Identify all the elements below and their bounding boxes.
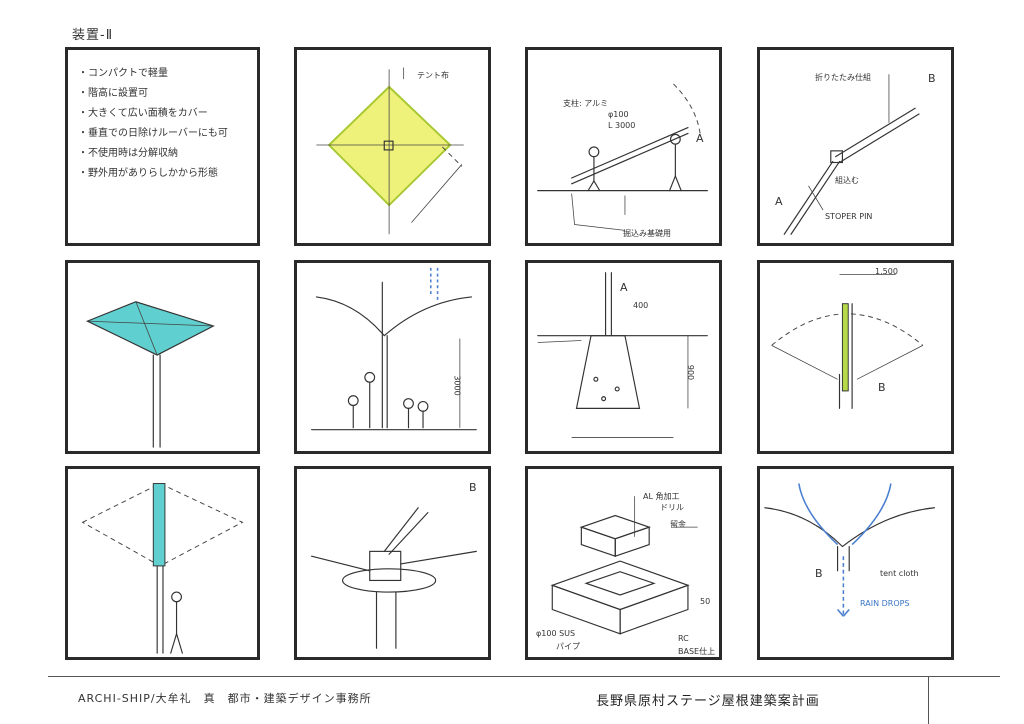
- rc-label-1: RC: [678, 634, 689, 643]
- al-part-label-2: ドリル: [660, 503, 684, 512]
- marker-a: A: [775, 195, 783, 208]
- folding-sketch: [783, 74, 920, 235]
- marker-a: A: [620, 281, 628, 294]
- height-dim: 3000: [452, 375, 462, 396]
- note-item: ・大きくて広い面積をカバー: [78, 108, 208, 119]
- rc-label-2: BASE仕上: [678, 647, 716, 656]
- depth-dim-2: 900: [686, 364, 696, 381]
- hub-detail-sketch: [311, 507, 477, 649]
- tent-cloth-label: tent cloth: [880, 569, 919, 578]
- marker-b: B: [815, 567, 823, 580]
- pole-elevation-sketch: [537, 83, 708, 231]
- tent-cloth-label: テント布: [417, 71, 449, 80]
- rain-drainage-sketch: [764, 483, 936, 617]
- sheet-title: 装置-Ⅱ: [72, 28, 114, 43]
- panel-folding-mechanism: 折りたたみ仕組 B A 組込む STOPER PIN: [757, 47, 954, 246]
- clasp-label: 留金: [670, 520, 686, 529]
- rain-drops-label: RAIN DROPS: [860, 599, 910, 608]
- footer-rule: [48, 676, 1000, 677]
- panel-hub-detail: B: [294, 466, 491, 660]
- marker-b: B: [469, 481, 477, 494]
- panel-plan-diamond: テント布: [294, 47, 491, 246]
- marker-b: B: [928, 72, 936, 85]
- panel-folded-pole: [65, 466, 260, 660]
- footer-divider: [928, 676, 929, 724]
- pole-spec-1: 支柱: アルミ: [563, 99, 609, 108]
- pipe-label-1: φ100 SUS: [536, 629, 576, 638]
- panel-umbrella-perspective: [65, 260, 260, 454]
- base-dim: 50: [700, 597, 711, 606]
- note-item: ・コンパクトで軽量: [78, 68, 168, 79]
- stopper-pin-label: STOPER PIN: [825, 212, 873, 221]
- notes-list: ・コンパクトで軽量 ・階高に設置可 ・大きくて広い面積をカバー ・垂直での日除け…: [78, 64, 228, 184]
- note-item: ・野外用がありらしかから形態: [78, 168, 218, 179]
- folding-elevation-sketch: [771, 274, 924, 409]
- panel-umbrella-elevation: 3000: [294, 260, 491, 454]
- folded-pole-sketch: [81, 482, 244, 654]
- pole-spec-2: φ100: [608, 110, 629, 119]
- foundation-section-sketch: [537, 272, 708, 438]
- pipe-label-2: パイプ: [556, 642, 580, 651]
- note-item: ・階高に設置可: [78, 88, 148, 99]
- note-item: ・不使用時は分解収納: [78, 148, 178, 159]
- panel-rain-drainage: B tent cloth RAIN DROPS: [757, 466, 954, 660]
- al-part-label-1: AL 角加工: [643, 492, 680, 501]
- marker-b: B: [878, 381, 886, 394]
- footer-project-title: 長野県原村ステージ屋根建築案計画: [596, 694, 820, 709]
- span-dim: 1,500: [875, 267, 898, 276]
- folding-title: 折りたたみ仕組: [815, 73, 871, 82]
- foundation-label: 掘込み基礎用: [623, 229, 671, 238]
- base-detail-sketch: [550, 496, 698, 635]
- panel-notes: ・コンパクトで軽量 ・階高に設置可 ・大きくて広い面積をカバー ・垂直での日除け…: [65, 47, 260, 246]
- assemble-label: 組込む: [835, 176, 859, 185]
- panel-folding-elevation: 1,500 B: [757, 260, 954, 454]
- footer-office: ARCHI-SHIP/大牟礼 真 都市・建築デザイン事務所: [78, 692, 372, 705]
- umbrella-elevation-sketch: [311, 267, 477, 431]
- plan-diamond-sketch: [316, 67, 464, 235]
- panel-foundation-section: A 400 900: [525, 260, 722, 454]
- panel-base-detail: AL 角加工 ドリル 留金 50 φ100 SUS パイプ RC BASE仕上: [525, 466, 722, 660]
- marker-a: A: [696, 132, 704, 145]
- panel-pole-elevation: 支柱: アルミ φ100 L 3000 A 掘込み基礎用: [525, 47, 722, 246]
- depth-dim-1: 400: [633, 301, 649, 310]
- pole-spec-3: L 3000: [608, 121, 636, 130]
- note-item: ・垂直での日除けルーバーにも可: [78, 128, 228, 139]
- umbrella-perspective-sketch: [85, 301, 215, 448]
